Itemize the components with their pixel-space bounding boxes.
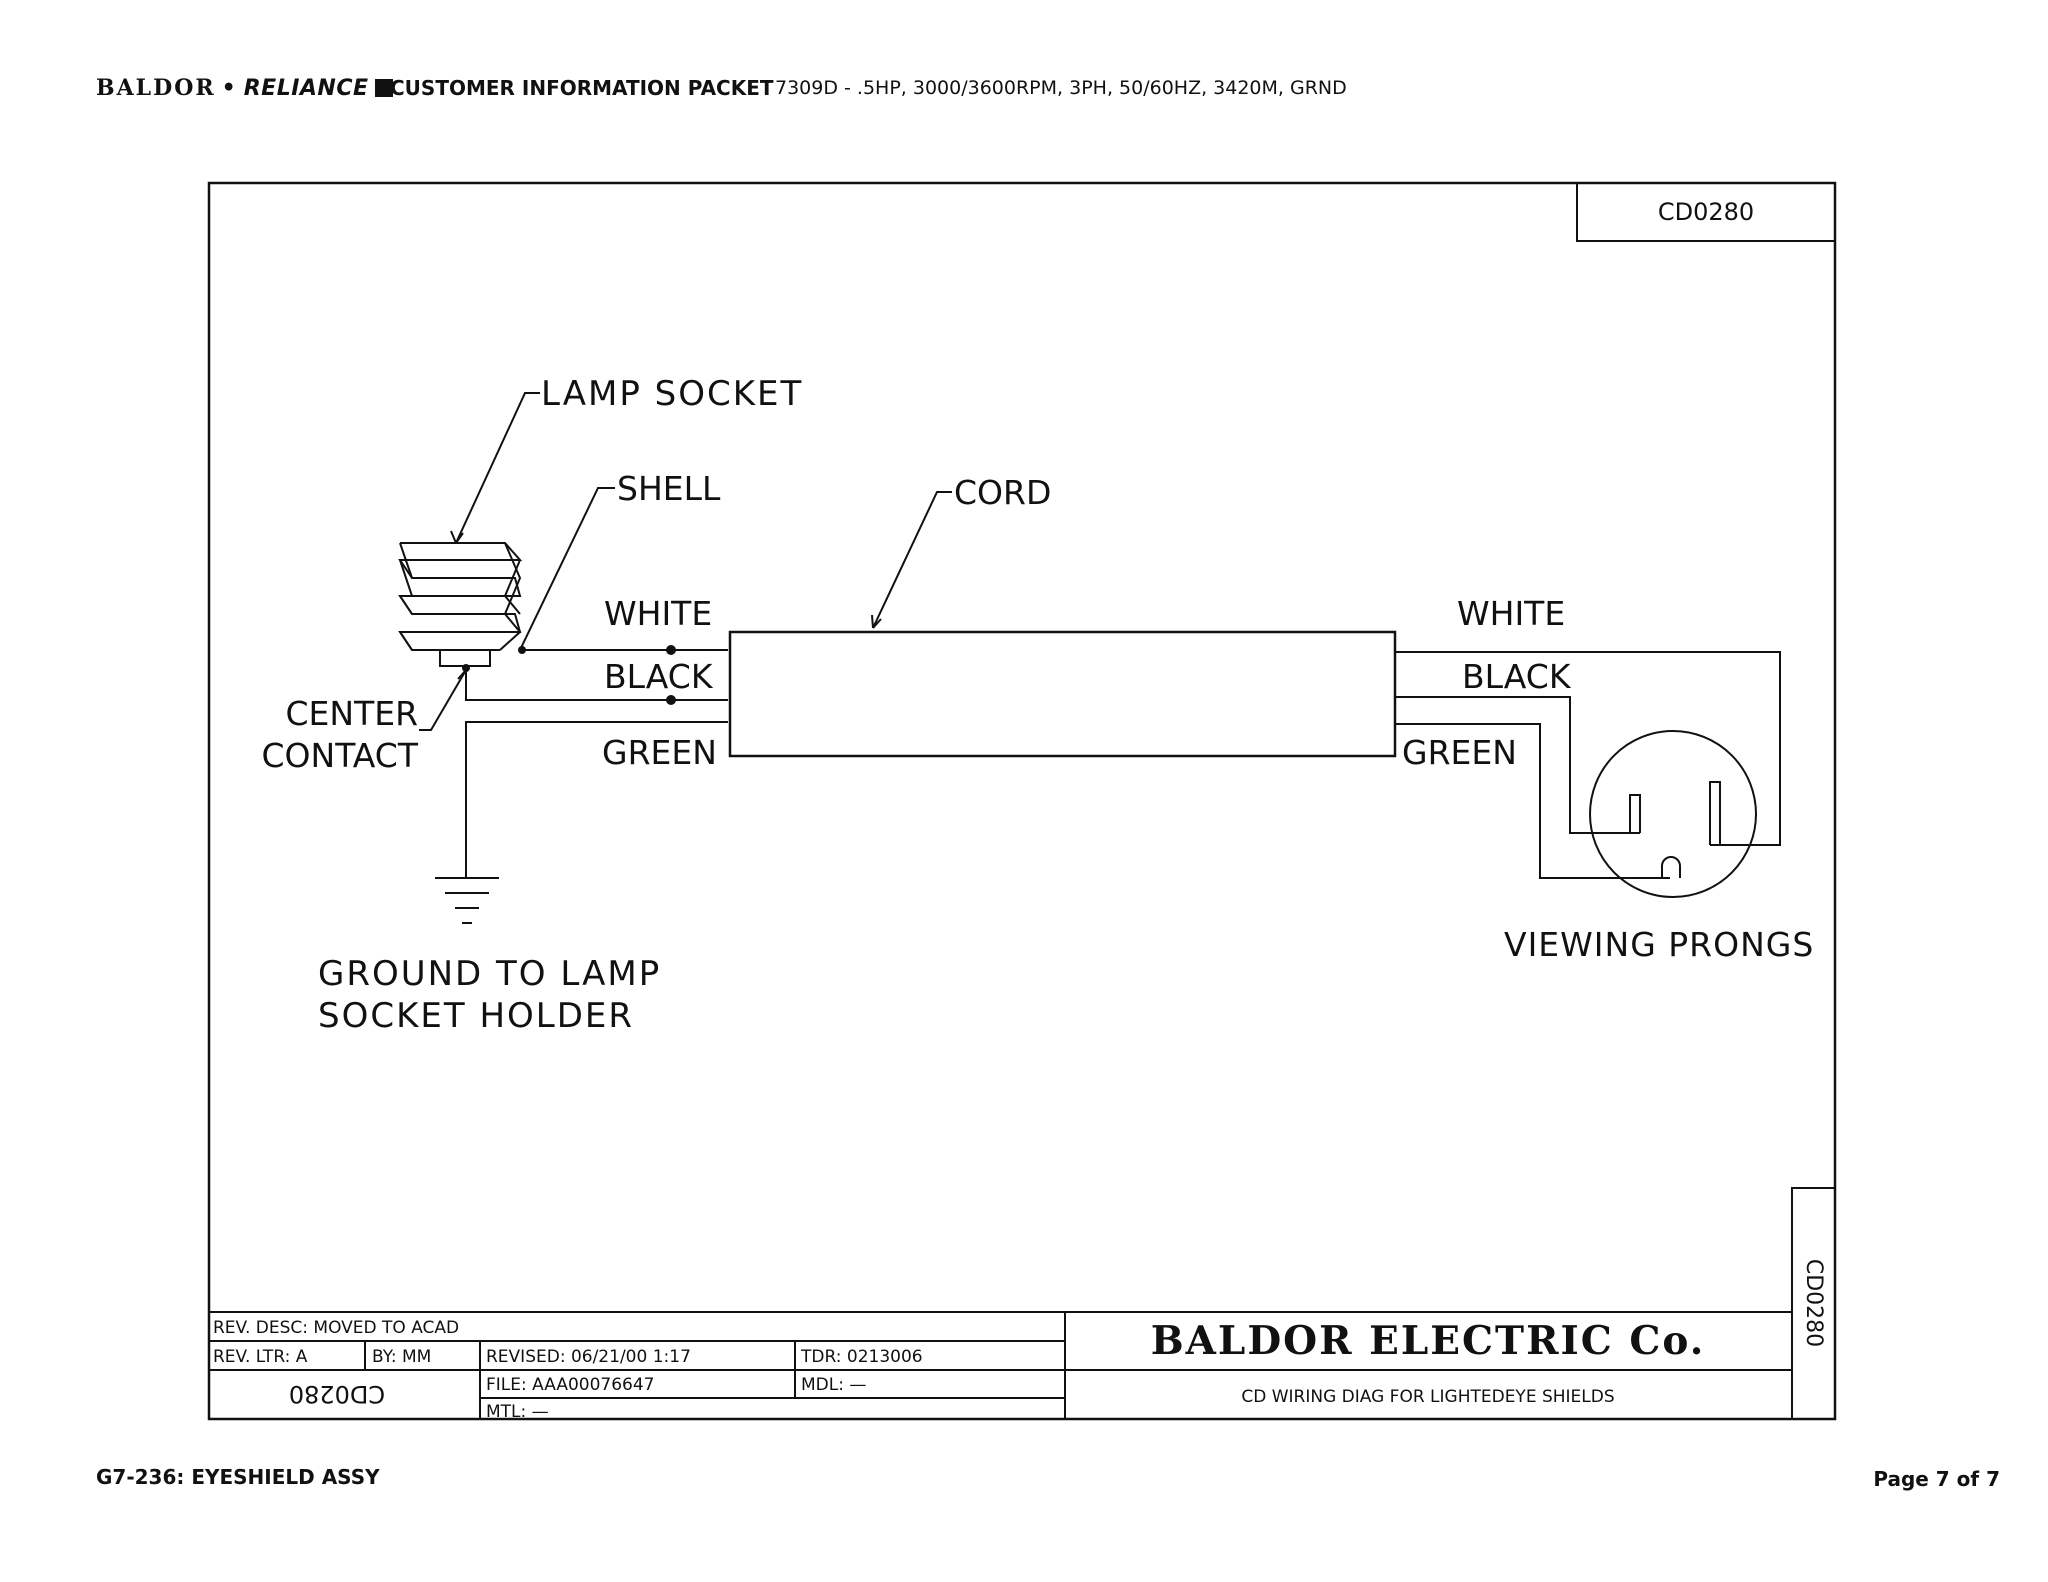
label-shell: SHELL (617, 469, 721, 508)
page-number: Page 7 of 7 (1873, 1467, 2000, 1491)
rev-desc: REV. DESC: MOVED TO ACAD (213, 1318, 459, 1338)
brand-reliance: RELIANCE (243, 75, 369, 101)
revised-by: BY: MM (372, 1347, 431, 1367)
green-wire-right (1395, 723, 1670, 879)
rev-ltr: REV. LTR: A (213, 1347, 308, 1367)
receptacle-outlet-icon (1589, 730, 1757, 898)
file-number: FILE: AAA00076647 (486, 1375, 655, 1395)
ground-symbol-icon (435, 877, 499, 924)
packet-title: CUSTOMER INFORMATION PACKET (390, 76, 774, 100)
tdr-number: TDR: 0213006 (800, 1347, 923, 1367)
drawing-number-inverted: CD0280 (289, 1380, 385, 1408)
title-block-grid (209, 1187, 1835, 1419)
label-black-right: BLACK (1462, 657, 1572, 696)
baldor-reliance-logo: BALDOR • RELIANCE (96, 75, 393, 101)
black-wire-right (1395, 696, 1640, 834)
label-center: CENTER (285, 694, 418, 733)
company-name: BALDOR ELECTRIC Co. (1151, 1318, 1706, 1364)
brand-separator: • (221, 75, 238, 101)
revised-date: REVISED: 06/21/00 1:17 (486, 1347, 691, 1367)
center-contact-arrowhead (457, 669, 467, 682)
label-lamp-socket: LAMP SOCKET (541, 374, 803, 414)
right-wires (1395, 651, 1781, 879)
page-header: BALDOR • RELIANCE (96, 72, 393, 104)
label-green-right: GREEN (1402, 733, 1517, 772)
mdl: MDL: — (801, 1375, 866, 1395)
black-junction-dot (666, 695, 676, 705)
drawing-number-top: CD0280 (1658, 198, 1754, 226)
drawing-number-side: CD0280 (1801, 1259, 1826, 1347)
lamp-socket-icon (398, 542, 523, 667)
center-contact-leader (419, 669, 467, 731)
label-contact: CONTACT (262, 736, 419, 775)
brand-baldor: BALDOR (96, 75, 216, 101)
label-green-left: GREEN (602, 733, 717, 772)
lamp-socket-arrowhead (450, 530, 464, 544)
reliance-mark-icon (374, 79, 393, 97)
label-white-right: WHITE (1457, 594, 1565, 633)
shell-leader (519, 487, 615, 651)
label-ground-line2: SOCKET HOLDER (318, 996, 634, 1036)
label-white-left: WHITE (604, 594, 712, 633)
drawing-number-box (1576, 183, 1835, 242)
green-wire-left (465, 721, 728, 878)
white-junction-dot (666, 645, 676, 655)
drawing-title: CD WIRING DIAG FOR LIGHTEDEYE SHIELDS (1241, 1387, 1614, 1407)
lamp-socket-leader (455, 392, 540, 544)
cord-arrowhead (871, 614, 882, 629)
mtl: MTL: — (486, 1402, 549, 1422)
footer-assembly: G7-236: EYESHIELD ASSY (96, 1465, 380, 1489)
label-cord: CORD (954, 473, 1051, 512)
white-wire-right (1395, 651, 1781, 846)
drawing-border (207, 181, 1837, 1421)
cord-body (728, 630, 1397, 758)
label-viewing-prongs: VIEWING PRONGS (1504, 925, 1814, 964)
cord-leader (872, 491, 952, 629)
label-ground-line1: GROUND TO LAMP (318, 954, 661, 994)
label-black-left: BLACK (604, 657, 714, 696)
motor-spec: 7309D - .5HP, 3000/3600RPM, 3PH, 50/60HZ… (775, 77, 1347, 99)
